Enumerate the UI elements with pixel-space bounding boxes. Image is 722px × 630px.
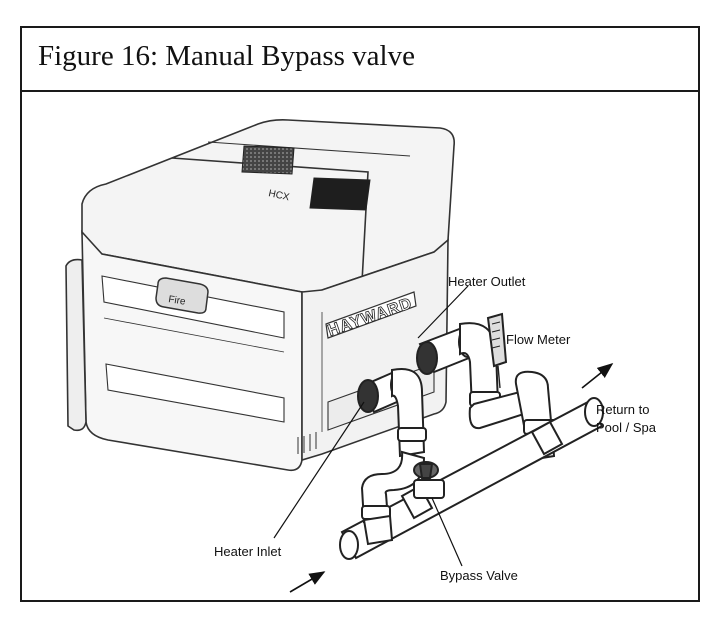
figure-title-bar: Figure 16: Manual Bypass valve	[22, 28, 698, 92]
bypass-valve-label: Bypass Valve	[440, 568, 518, 583]
top-vent-right	[309, 177, 371, 211]
inlet-leader	[273, 401, 365, 539]
heater-unit	[65, 119, 456, 472]
heater-inlet-label: Heater Inlet	[214, 544, 282, 559]
top-vent-left	[241, 145, 295, 175]
figure-frame: Figure 16: Manual Bypass valve	[20, 26, 700, 602]
outlet-leader	[417, 285, 469, 339]
heater-outlet-label: Heater Outlet	[448, 274, 526, 289]
figure-title: Figure 16: Manual Bypass valve	[38, 40, 415, 72]
flow-meter-label: Flow Meter	[506, 332, 571, 347]
bypass-leader	[431, 497, 463, 567]
bypass-diagram: HCX Fire HAYWARD	[22, 92, 698, 600]
return-label-line2: Pool / Spa	[596, 420, 657, 435]
control-display: Fire	[155, 277, 209, 314]
return-label-line1: Return to	[596, 402, 649, 417]
display-text: Fire	[168, 294, 187, 308]
piping	[339, 312, 604, 560]
inflow-arrow	[289, 571, 326, 593]
return-arrow	[581, 363, 614, 389]
model-label: HCX	[267, 188, 290, 203]
